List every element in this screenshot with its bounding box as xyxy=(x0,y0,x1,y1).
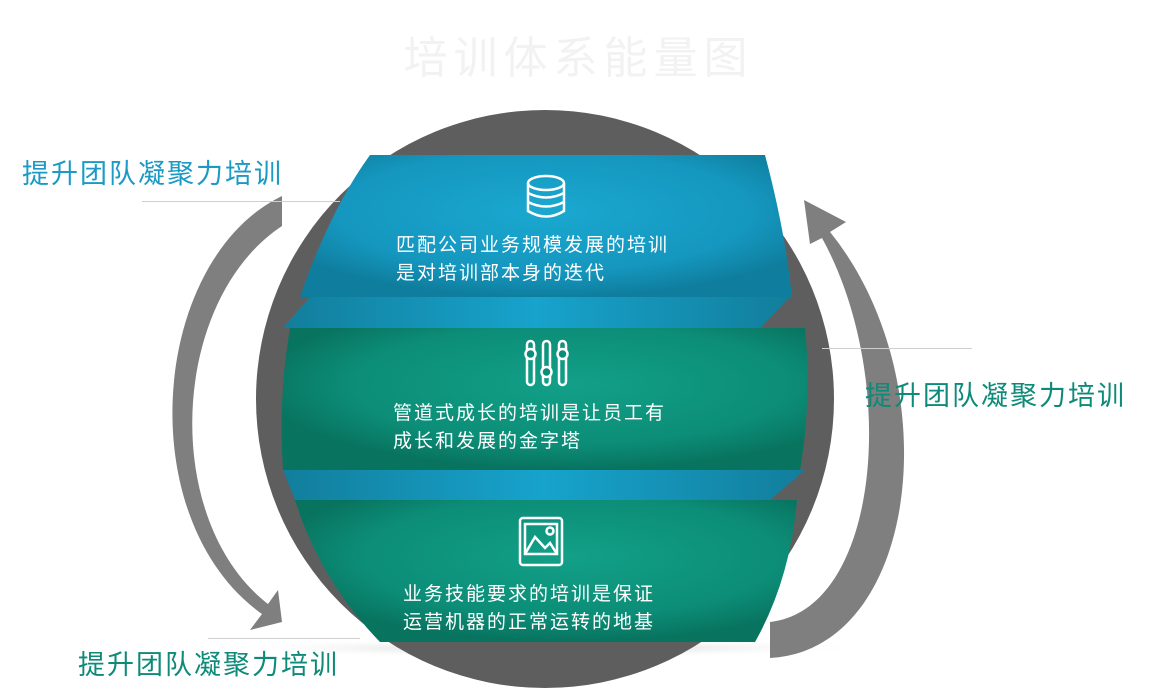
left-curved-arrow-icon xyxy=(172,196,282,630)
label-right: 提升团队凝聚力培训 xyxy=(865,381,1126,412)
band-bottom-text: 业务技能要求的培训是保证 运营机器的正常运转的地基 xyxy=(403,580,655,636)
database-icon xyxy=(526,174,566,218)
band-middle-text: 管道式成长的培训是让员工有 成长和发展的金字塔 xyxy=(393,399,666,455)
band-bottom xyxy=(295,500,797,642)
band-top-text: 匹配公司业务规模发展的培训 是对培训部本身的迭代 xyxy=(396,231,669,287)
band-middle-line1: 管道式成长的培训是让员工有 xyxy=(393,402,667,424)
page-title: 培训体系能量图 xyxy=(403,33,754,84)
label-top-left: 提升团队凝聚力培训 xyxy=(22,159,283,190)
divider-right xyxy=(822,348,972,349)
fold-2 xyxy=(283,470,805,500)
band-bottom-line2: 运营机器的正常运转的地基 xyxy=(403,611,656,633)
divider-bottom-left xyxy=(208,638,360,639)
image-icon xyxy=(518,516,564,567)
band-middle-line2: 成长和发展的金字塔 xyxy=(393,430,583,452)
band-middle xyxy=(281,328,808,470)
fold-1 xyxy=(283,297,790,328)
band-top-line1: 匹配公司业务规模发展的培训 xyxy=(396,234,670,256)
band-top-line2: 是对培训部本身的迭代 xyxy=(396,262,607,284)
right-curved-arrow-icon xyxy=(770,200,905,658)
band-bottom-line1: 业务技能要求的培训是保证 xyxy=(403,583,656,605)
sliders-icon xyxy=(524,339,569,387)
label-bottom-left: 提升团队凝聚力培训 xyxy=(78,650,339,681)
divider-top-left xyxy=(142,201,340,202)
band-top xyxy=(300,155,792,297)
